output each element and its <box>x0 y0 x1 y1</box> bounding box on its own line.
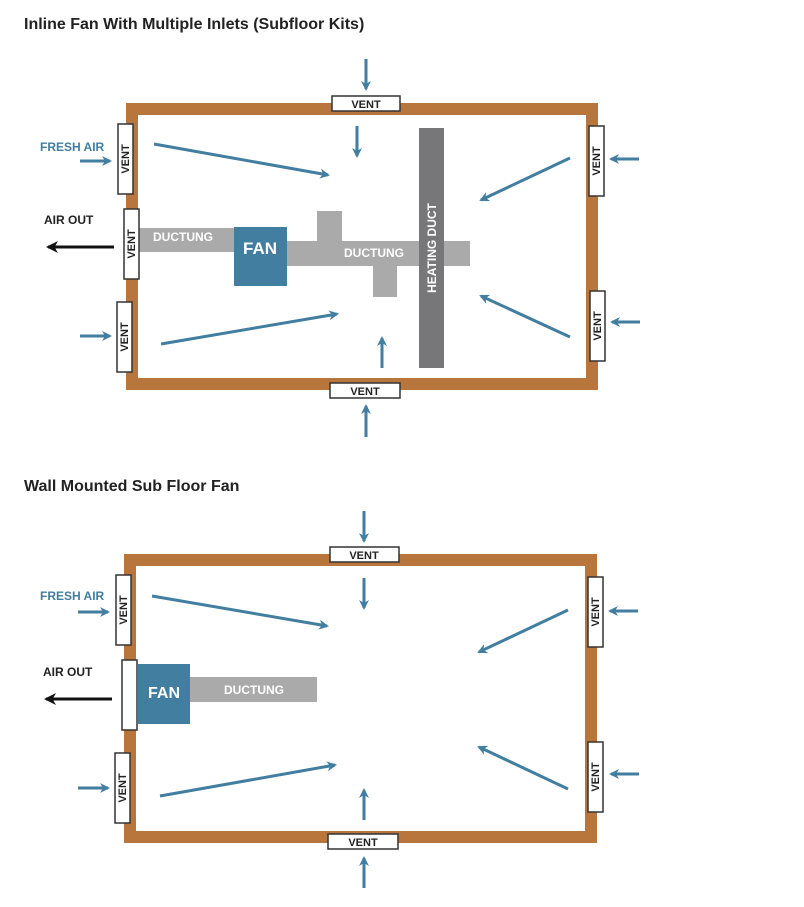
diagram-1: DUCTUNG FAN DUCTUNG HEATING DUCT VENT VE… <box>40 59 640 437</box>
airflow-arrow <box>479 294 571 339</box>
diagram-1-title: Inline Fan With Multiple Inlets (Subfloo… <box>24 16 365 33</box>
fan-label: FAN <box>243 239 277 258</box>
airflow-arrow <box>477 745 569 791</box>
fan-label: FAN <box>148 685 180 702</box>
vent-label: VENT <box>117 773 129 803</box>
fan <box>234 227 287 286</box>
vent-bottom: VENT <box>327 833 399 850</box>
vent-label: VENT <box>590 597 602 627</box>
fresh-air-label: FRESH AIR <box>40 140 105 154</box>
heating-duct-label: HEATING DUCT <box>425 202 439 292</box>
air-out-label: AIR OUT <box>43 665 93 679</box>
vent-label: VENT <box>592 311 604 341</box>
ducting-right-label: DUCTUNG <box>344 246 404 260</box>
vent-right-lower: VENT <box>587 741 604 813</box>
vent-left-upper: VENT <box>115 574 132 646</box>
ducting-left <box>138 228 238 252</box>
air-out-label: AIR OUT <box>44 213 94 227</box>
heating-duct <box>419 128 444 368</box>
ducting-label: DUCTUNG <box>224 683 284 697</box>
airflow-arrow <box>160 310 339 346</box>
fresh-air-label: FRESH AIR <box>40 589 105 603</box>
ducting-left-label: DUCTUNG <box>153 230 213 244</box>
vent-left-exhaust <box>121 659 138 731</box>
fan <box>138 664 190 724</box>
vent-label: VENT <box>350 386 380 398</box>
diagram-2-title: Wall Mounted Sub Floor Fan <box>24 478 240 495</box>
ducting-branch-up <box>317 211 342 243</box>
airflow-arrow <box>477 608 569 654</box>
vent-right-lower: VENT <box>589 290 606 362</box>
vent-label: VENT <box>126 229 138 259</box>
vent-label: VENT <box>591 146 603 176</box>
airflow-arrow <box>479 156 571 202</box>
vent-label: VENT <box>348 837 378 849</box>
airflow-arrow <box>159 761 337 798</box>
airflow-arrow <box>153 142 330 179</box>
vent-label: VENT <box>351 99 381 111</box>
vent-left-lower: VENT <box>116 301 133 373</box>
vent-top: VENT <box>331 95 401 112</box>
ducting-branch-down <box>373 264 397 297</box>
vent-label: VENT <box>120 144 132 174</box>
vent-top: VENT <box>329 546 400 563</box>
vent-left-lower: VENT <box>114 752 131 824</box>
airflow-arrow <box>151 594 329 630</box>
vent-right-upper: VENT <box>587 576 604 648</box>
vent-left-upper: VENT <box>117 123 134 195</box>
vent-bottom: VENT <box>329 382 401 399</box>
vent-label: VENT <box>118 595 130 625</box>
vent-label: VENT <box>590 762 602 792</box>
vent-left-exhaust: VENT <box>123 208 140 280</box>
ducting <box>190 677 317 702</box>
diagram-2: FAN DUCTUNG VENT VENT VENT VENT VENT VEN… <box>40 511 639 888</box>
vent-right-upper: VENT <box>588 125 605 197</box>
vent-label: VENT <box>349 550 379 562</box>
vent-label: VENT <box>119 322 131 352</box>
